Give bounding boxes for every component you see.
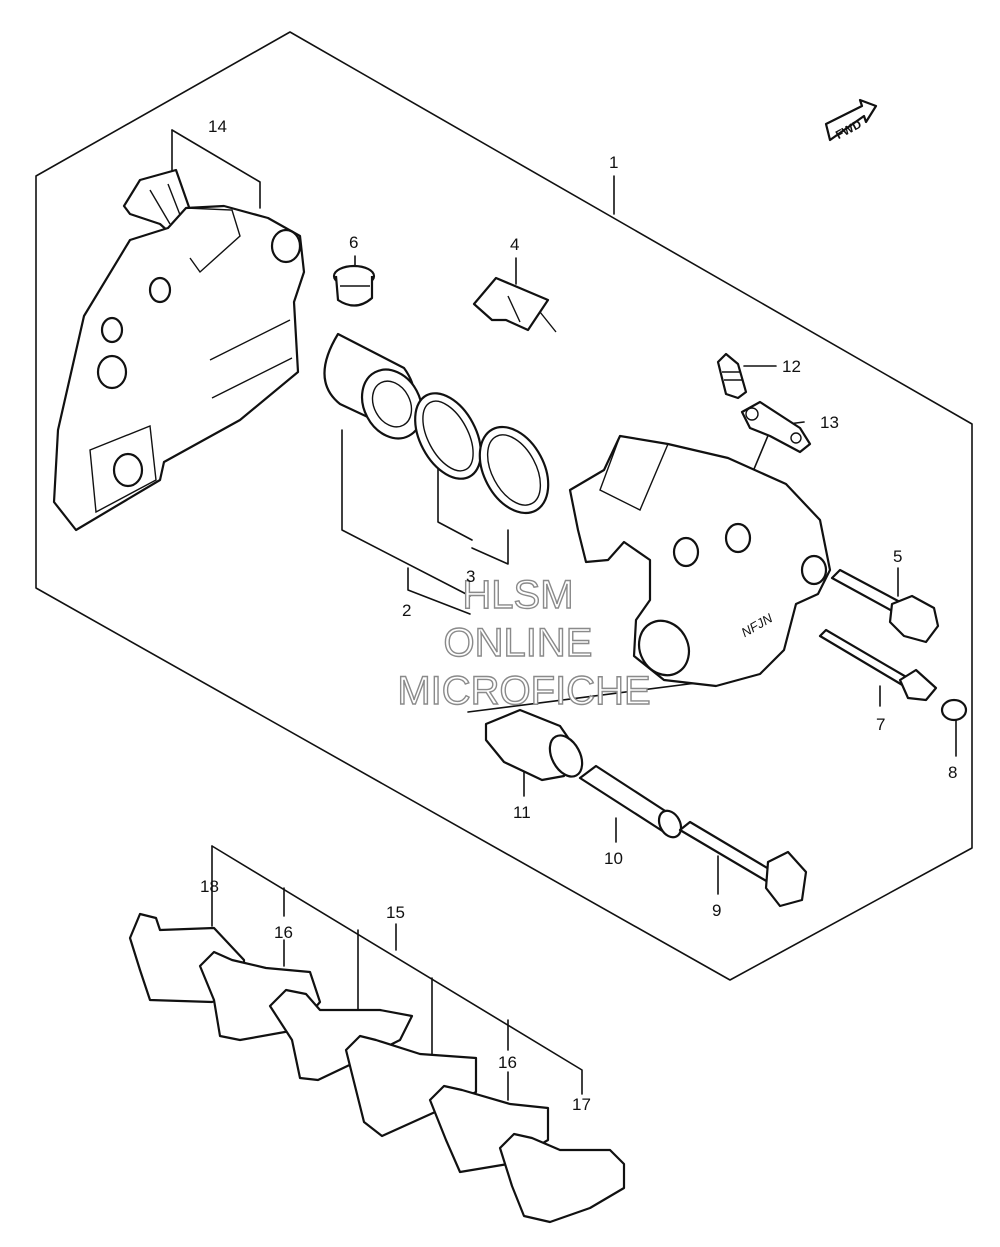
plug xyxy=(940,698,968,722)
fwd-arrow: FWD xyxy=(824,98,878,142)
callout-5: 5 xyxy=(893,547,902,566)
callout-10: 10 xyxy=(604,849,623,868)
callout-1: 1 xyxy=(609,153,618,172)
callout-18: 18 xyxy=(200,877,219,896)
callout-17: 17 xyxy=(572,1095,591,1114)
bleeder-valve xyxy=(716,352,748,400)
guide-pin xyxy=(818,628,938,702)
pad-retainer-clip xyxy=(472,276,557,333)
callout-15: 15 xyxy=(386,903,405,922)
mounting-bolt xyxy=(678,820,808,908)
sleeve xyxy=(578,764,683,839)
callout-8: 8 xyxy=(948,763,957,782)
callout-16-upper: 16 xyxy=(274,923,293,942)
holder-plate xyxy=(740,400,812,454)
callout-14: 14 xyxy=(208,117,227,136)
caliper-body: NFJN xyxy=(568,434,832,688)
callout-labels: 14 1 6 4 12 13 5 3 2 7 8 11 10 9 18 15 1… xyxy=(200,117,957,1114)
callout-7: 7 xyxy=(876,715,885,734)
callout-3: 3 xyxy=(466,567,475,586)
watermark-line3: MICROFICHE xyxy=(397,669,650,713)
piston xyxy=(323,332,424,440)
dust-boot xyxy=(484,708,584,782)
caliper-bracket xyxy=(52,204,306,532)
callout-2: 2 xyxy=(402,601,411,620)
watermark: HLSM ONLINE MICROFICHE xyxy=(397,572,652,713)
pin-bolt xyxy=(830,568,940,644)
brake-pads xyxy=(128,912,626,1224)
callout-12: 12 xyxy=(782,357,801,376)
callout-11: 11 xyxy=(513,803,531,822)
piston-seals xyxy=(414,392,550,515)
callout-16-lower: 16 xyxy=(498,1053,517,1072)
watermark-line1: HLSM xyxy=(462,573,573,617)
callout-13: 13 xyxy=(820,413,839,432)
callout-4: 4 xyxy=(510,235,519,254)
assembly-outline xyxy=(35,31,973,981)
bleeder-cap xyxy=(332,264,376,307)
callout-9: 9 xyxy=(712,901,721,920)
callout-6: 6 xyxy=(349,233,358,252)
watermark-line2: ONLINE xyxy=(444,621,593,665)
